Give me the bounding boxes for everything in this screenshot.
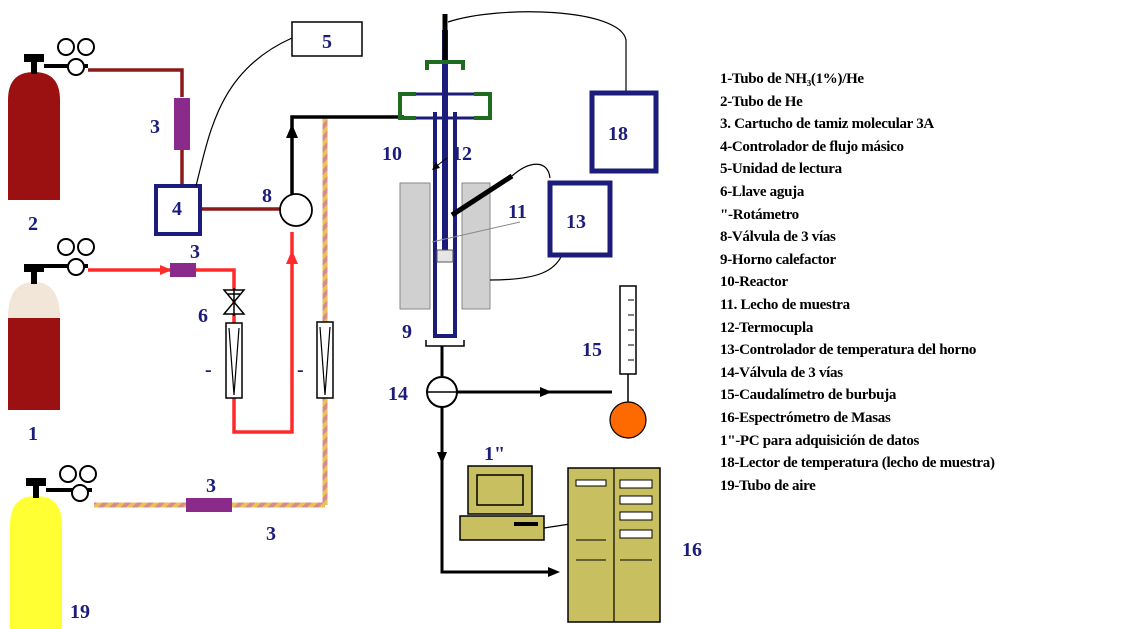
label-8: 8	[262, 185, 272, 207]
label-1: 1	[28, 423, 38, 445]
label-9: 9	[402, 321, 412, 343]
cylinder-1-nh3	[8, 264, 60, 410]
legend-item: 10-Reactor	[720, 274, 788, 291]
label-10: 10	[382, 143, 402, 165]
furnace-probe	[450, 173, 514, 218]
arrow-nh3-up	[286, 250, 298, 264]
cylinder-19-air	[10, 478, 62, 629]
legend-item: 16-Espectrómetro de Masas	[720, 409, 891, 426]
legend-item: 9-Horno calefactor	[720, 251, 836, 268]
three-way-valve-8	[279, 193, 313, 227]
arrow-nh3-right	[160, 265, 172, 275]
label-5: 5	[322, 31, 332, 53]
regulator-19	[46, 465, 97, 502]
legend-item: "-Rotámetro	[720, 206, 799, 223]
wire-4-to-5	[195, 37, 293, 187]
legend-item: 14-Válvula de 3 vías	[720, 364, 843, 381]
label-16: 16	[682, 539, 702, 561]
readout-unit-5	[291, 21, 363, 57]
legend-item: 2-Tubo de He	[720, 93, 803, 110]
label-17: 1"	[484, 443, 505, 465]
legend-item: 13-Controlador de temperatura del horno	[720, 342, 977, 359]
label-11: 11	[508, 201, 527, 223]
he-gas-line	[88, 68, 285, 211]
legend-item: 11. Lecho de muestra	[720, 296, 850, 313]
reactor-fitting	[398, 60, 492, 120]
label-18: 18	[608, 123, 628, 145]
pc-17	[459, 465, 571, 541]
label-7a: -	[205, 359, 212, 381]
label-15: 15	[582, 339, 602, 361]
label-3-nh3: 3	[190, 241, 200, 263]
needle-valve-6	[222, 288, 246, 316]
furnace-9-left	[399, 182, 431, 310]
feed-line-to-reactor	[290, 115, 404, 194]
regulator-1	[44, 238, 95, 276]
reactor-10	[425, 30, 465, 347]
cartridge-3-nh3	[170, 263, 196, 277]
rotameter-7a	[225, 322, 243, 399]
mass-spectrometer-16	[567, 467, 661, 623]
label-7b: -	[297, 359, 304, 381]
legend-list: 1-Tubo de NH₃(1%)/He 2-Tubo de He 3. Cartu…	[720, 68, 995, 497]
label-13: 13	[566, 211, 586, 233]
label-2: 2	[28, 213, 38, 235]
label-19: 19	[70, 601, 90, 623]
legend-item: 1-Tubo de NH₃(1%)/He	[720, 71, 864, 87]
label-12: 12	[452, 143, 472, 165]
wire-to-18	[447, 11, 627, 92]
rotameter-7b	[316, 321, 334, 399]
legend-item: 19-Tubo de aire	[720, 477, 816, 494]
legend-item: 4-Controlador de flujo másico	[720, 138, 904, 155]
legend-item: 12-Termocupla	[720, 319, 814, 336]
furnace-controller-13	[547, 180, 613, 258]
cartridge-3-he	[174, 98, 190, 150]
legend-item: 3. Cartucho de tamiz molecular 3A	[720, 116, 934, 133]
label-3-he: 3	[150, 116, 160, 138]
bubble-flowmeter-15	[609, 285, 647, 439]
legend-item: 15-Caudalímetro de burbuja	[720, 387, 897, 404]
legend-item: 6-Llave aguja	[720, 183, 805, 200]
legend-item: 18-Lector de temperatura (lecho de muest…	[720, 455, 995, 472]
regulator-2	[44, 38, 95, 76]
mass-flow-controller-4	[154, 184, 202, 236]
temperature-reader-18	[589, 90, 659, 174]
sample-bed-11	[436, 249, 454, 263]
label-6: 6	[198, 305, 208, 327]
arrow-feed-up	[286, 124, 298, 138]
label-4: 4	[172, 198, 182, 220]
legend-item: 5-Unidad de lectura	[720, 161, 842, 178]
air-gas-line	[94, 117, 328, 508]
leader-11	[431, 221, 521, 243]
cartridge-3-air	[186, 498, 232, 512]
label-3-air-line: 3	[266, 523, 276, 545]
label-3-air: 3	[206, 475, 216, 497]
label-14: 14	[388, 383, 408, 405]
cylinder-2-he	[8, 54, 60, 200]
legend-item: 8-Válvula de 3 vías	[720, 229, 836, 246]
legend-item: 1"-PC para adquisición de datos	[720, 432, 920, 449]
